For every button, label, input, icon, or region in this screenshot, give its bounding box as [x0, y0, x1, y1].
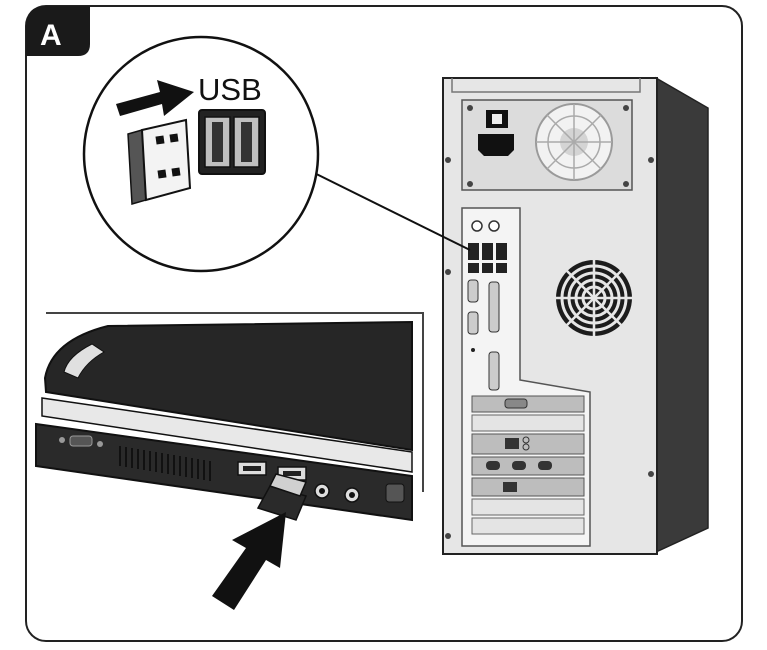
tower-usb-ports — [468, 243, 507, 273]
usb-port-label: USB — [198, 72, 262, 107]
step-badge: A — [26, 6, 90, 56]
step-label: A — [40, 19, 62, 52]
insert-up-arrow-icon — [212, 512, 286, 610]
usb-zoom-callout: USB — [82, 35, 320, 273]
laptop-vent — [119, 446, 211, 481]
insert-arrow-icon — [116, 80, 194, 116]
usb-port-icon — [198, 109, 266, 175]
desktop-tower — [442, 76, 709, 555]
laptop — [35, 312, 424, 522]
power-socket — [478, 134, 514, 156]
fan-grille — [556, 260, 632, 336]
laptop-usb-dongle — [256, 473, 308, 521]
usb-dongle-icon — [127, 118, 192, 205]
power-supply — [461, 99, 633, 191]
